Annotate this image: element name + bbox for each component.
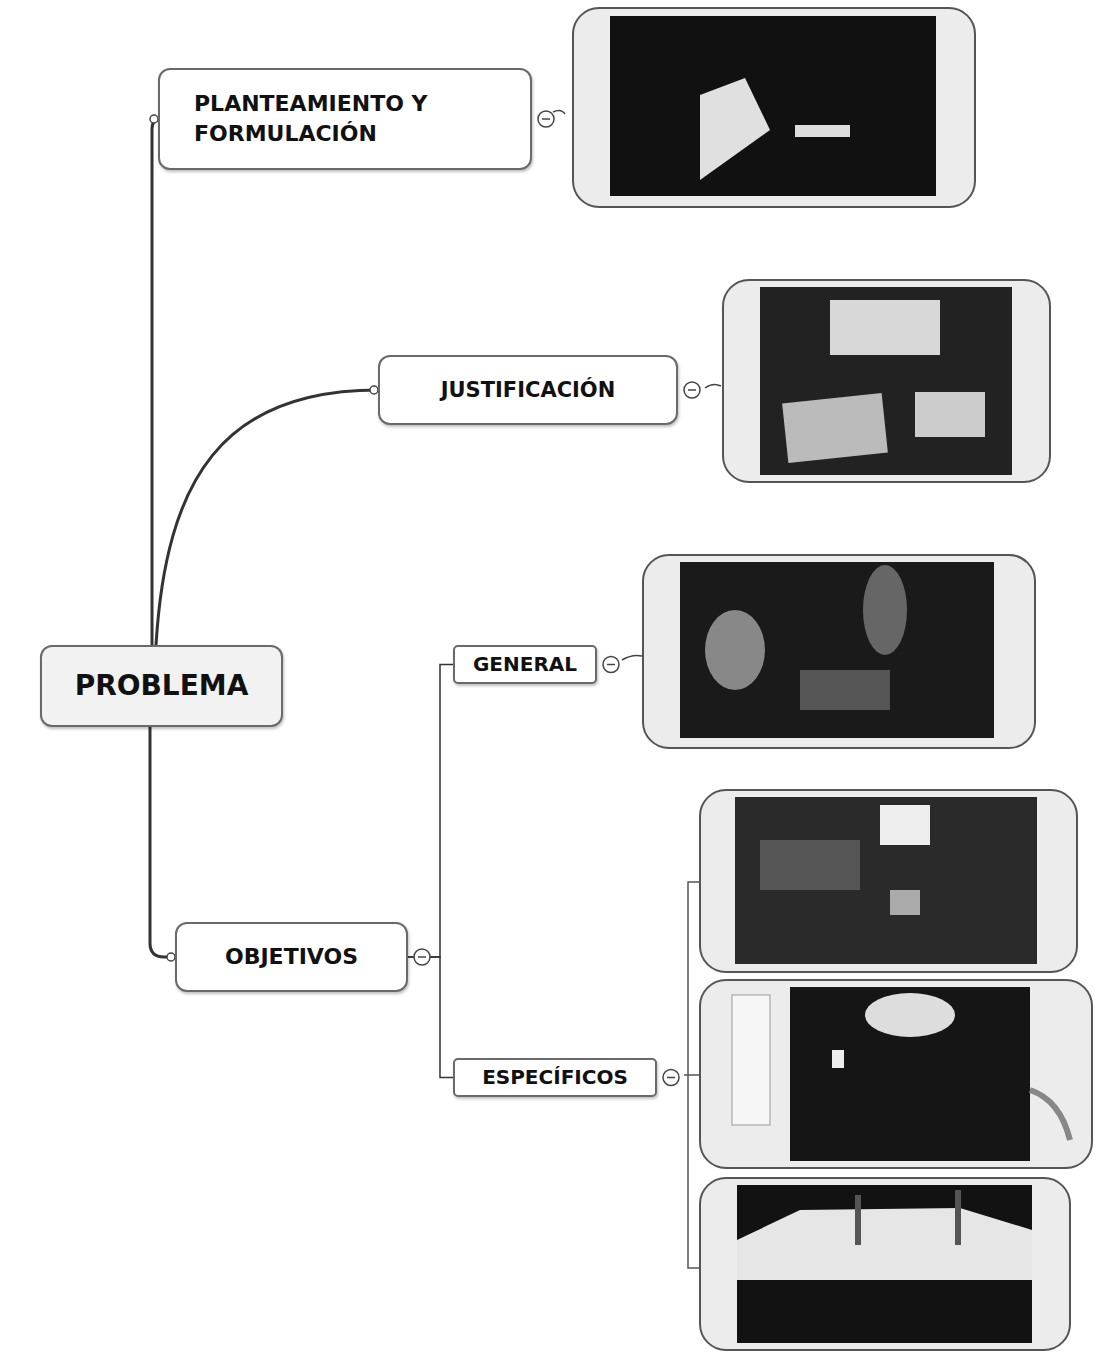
branch-connector [408,665,453,958]
topic-box: OBJETIVOS [175,922,408,992]
collapse-button [538,111,554,127]
collapse-button [414,949,430,965]
collapse-button [684,382,700,398]
topic-box: PLANTEAMIENTO Y FORMULACIÓN [158,68,532,170]
branch-connector [408,957,453,1078]
text-wrap: GENERAL [473,651,577,678]
text-wrap: PLANTEAMIENTO Y FORMULACIÓN [194,89,496,148]
photo-justificacion [705,280,1050,482]
topic-box: JUSTIFICACIÓN [378,355,678,425]
topic-label: JUSTIFICACIÓN [441,376,616,404]
bracket [684,882,700,1268]
branch-dot [167,953,175,961]
collapse-button [603,657,619,673]
root-topic: PROBLEMA [40,645,283,727]
photo-especificos-1 [700,790,1077,972]
branch-connector [150,727,175,957]
text-wrap: JUSTIFICACIÓN [441,376,616,404]
branch-connector [156,390,378,645]
branch-dot [150,115,158,123]
subtopic-box: GENERAL [453,645,597,684]
subtopic-box: ESPECÍFICOS [453,1058,657,1097]
photo-especificos-2 [700,980,1092,1168]
topic-label: GENERAL [473,651,577,678]
topic-label: OBJETIVOS [225,942,358,972]
branch-dot [370,386,378,394]
branch-connector [152,119,160,645]
topic-label: PLANTEAMIENTO Y FORMULACIÓN [194,89,496,148]
text-wrap: OBJETIVOS [225,942,358,972]
text-wrap: ESPECÍFICOS [482,1064,628,1091]
collapse-button [663,1070,679,1086]
photo-planteamiento [553,8,975,207]
photo-especificos-3 [700,1178,1070,1350]
text-wrap: PROBLEMA [75,667,249,705]
photo-general [622,555,1035,748]
topic-label: PROBLEMA [75,667,249,705]
topic-label: ESPECÍFICOS [482,1064,628,1091]
